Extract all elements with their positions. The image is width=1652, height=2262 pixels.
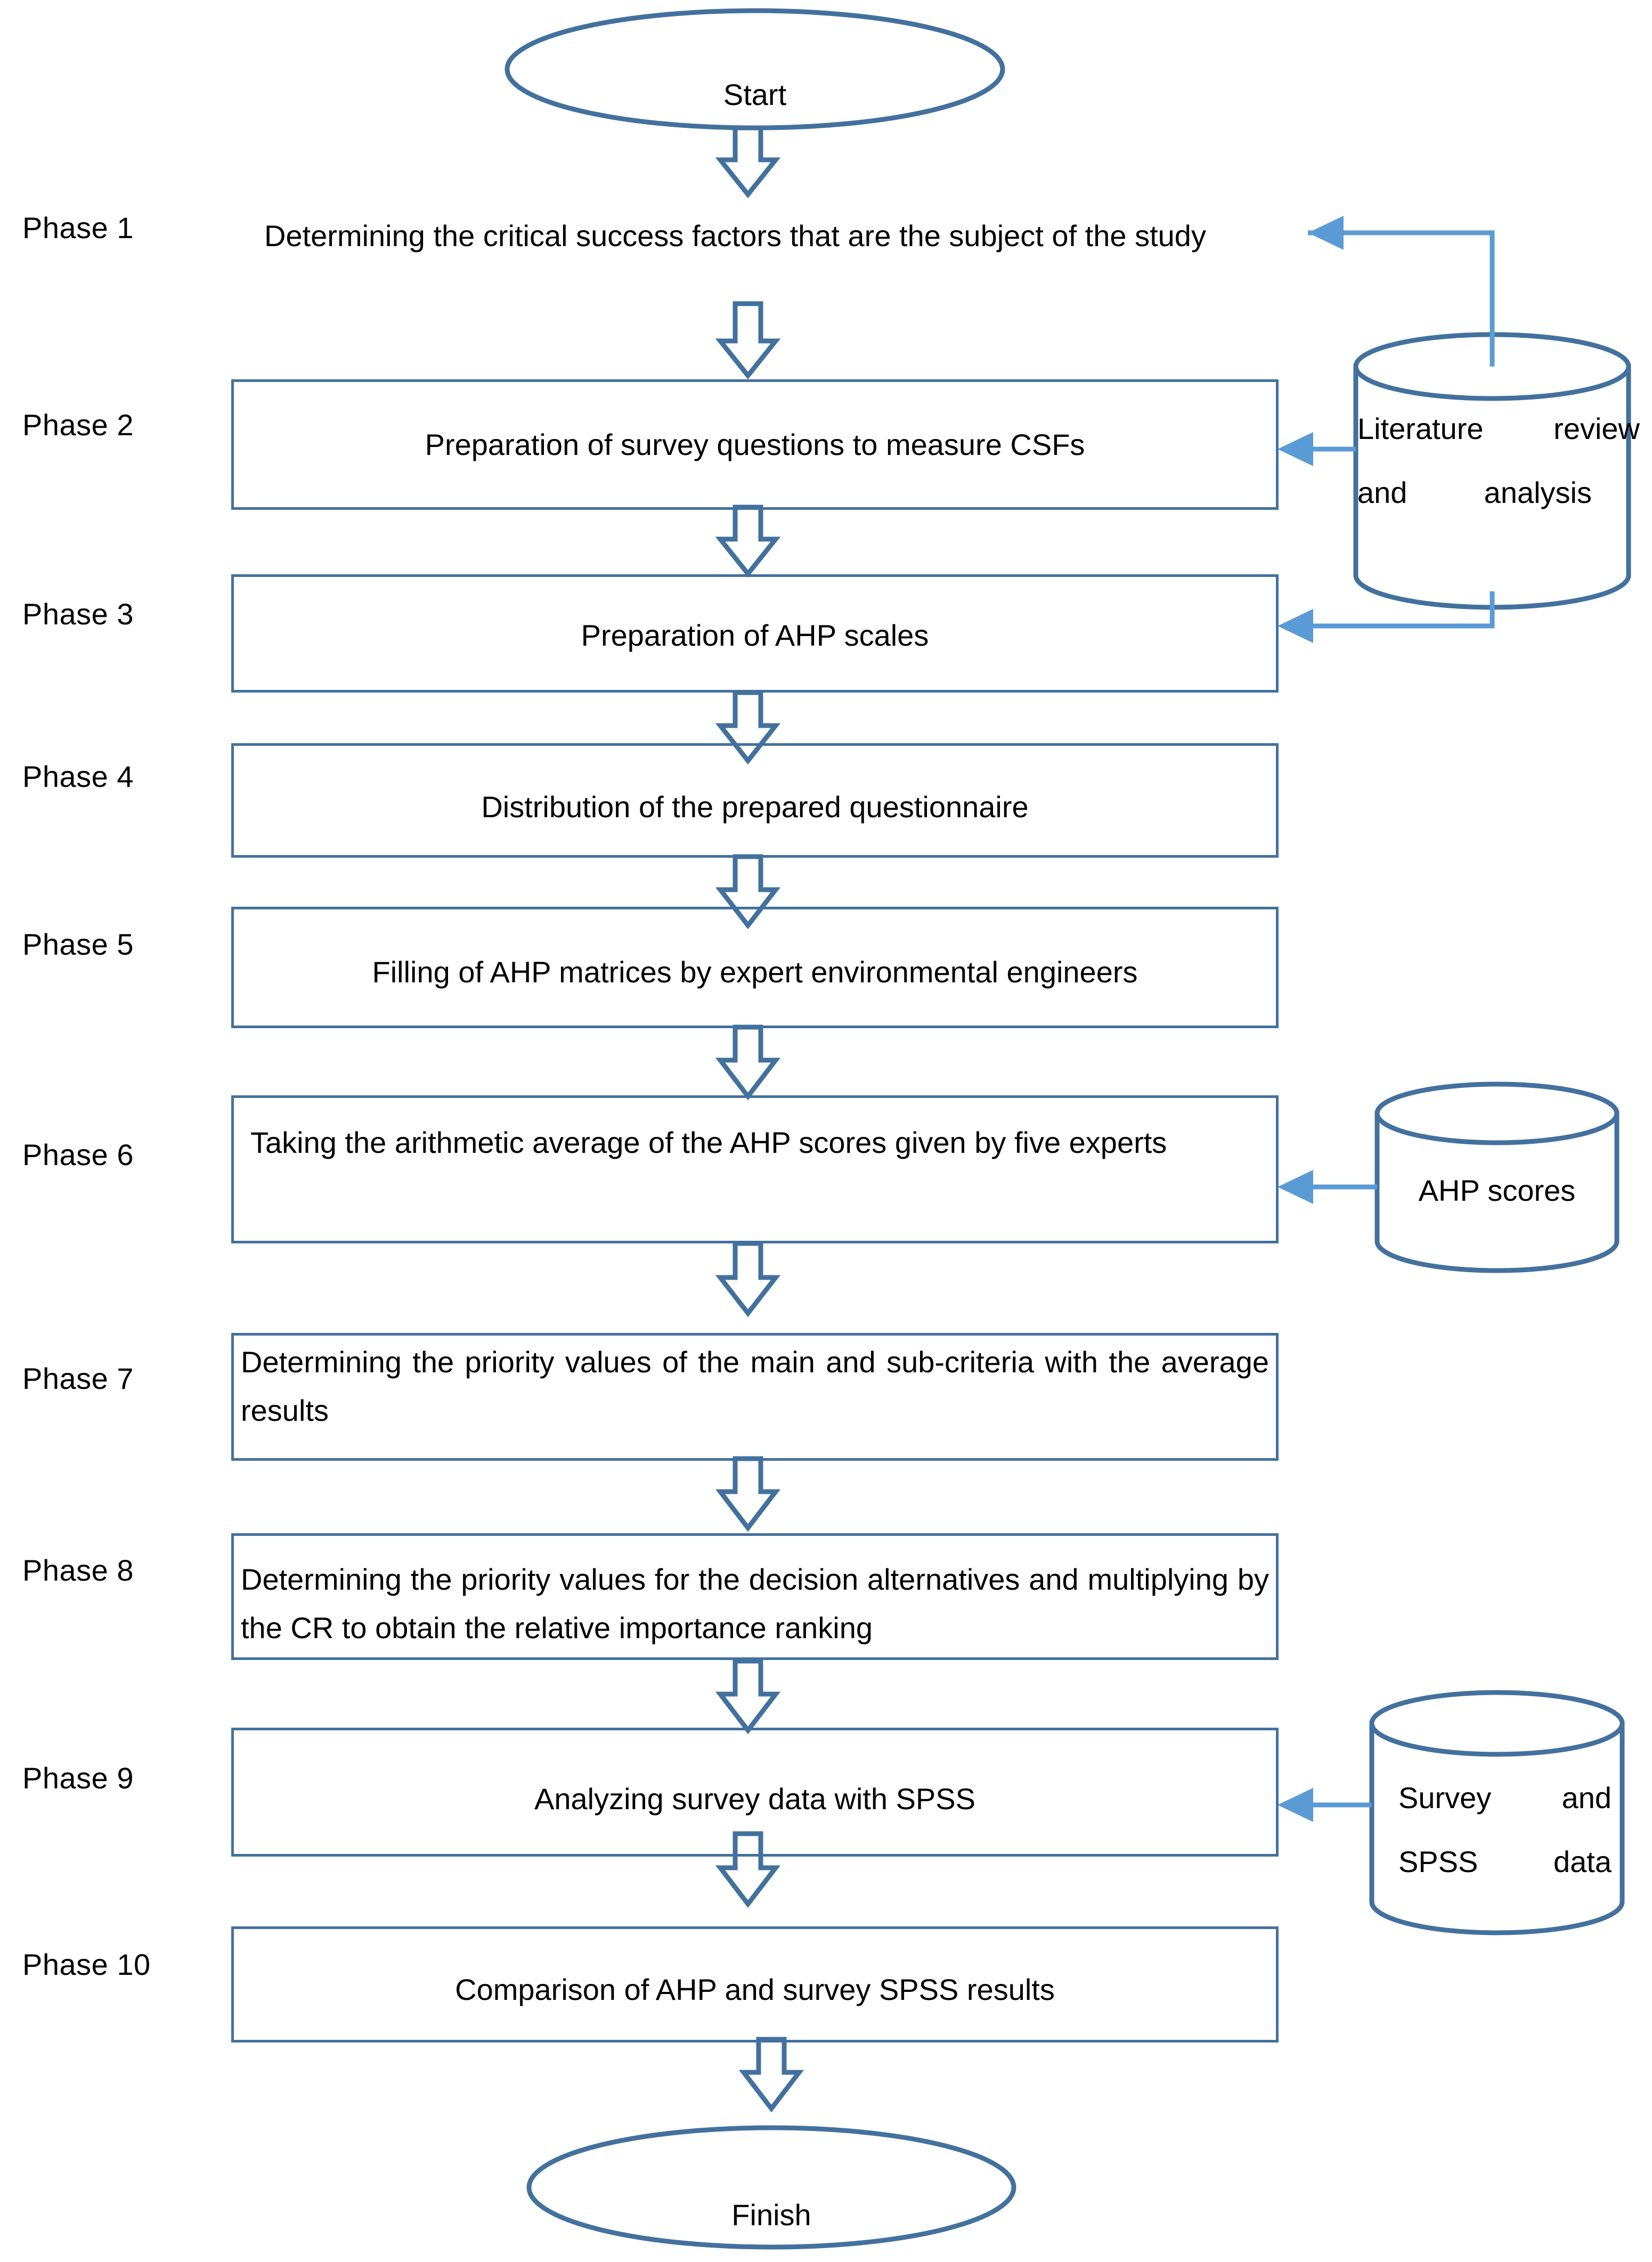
block-arrow-p6-to-p7 xyxy=(715,1241,781,1317)
phase-box-9[interactable] xyxy=(231,1728,1279,1857)
block-arrow-p7-to-p8 xyxy=(715,1456,781,1532)
phase-box-2[interactable] xyxy=(231,379,1279,510)
phase-label-1: Phase 1 xyxy=(22,211,134,245)
start-terminator-label: Start xyxy=(723,78,787,111)
phase-label-6: Phase 6 xyxy=(22,1138,134,1171)
phase-box-5[interactable] xyxy=(231,907,1279,1028)
phase-label-10: Phase 10 xyxy=(22,1948,151,1981)
phase-box-8[interactable] xyxy=(231,1533,1279,1660)
phase-text-10: Comparison of AHP and survey SPSS result… xyxy=(455,1973,1055,2006)
datastore-survey-spss-line2: SPSS data xyxy=(1398,1845,1612,1878)
phase-label-2: Phase 2 xyxy=(22,408,134,442)
phase-box-10[interactable] xyxy=(231,1926,1279,2043)
phase-label-7: Phase 7 xyxy=(22,1362,134,1395)
connector-ahp-scores-to-p6 xyxy=(1277,1170,1377,1204)
block-arrow-p10-to-finish xyxy=(738,2037,804,2113)
datastore-literature-line1: Literature review xyxy=(1357,412,1640,445)
datastore-survey-spss-line1: Survey and xyxy=(1398,1781,1612,1815)
phase-box-6[interactable] xyxy=(231,1095,1279,1243)
phase-text-9: Analyzing survey data with SPSS xyxy=(534,1782,975,1816)
phase-text-7: Determining the priority values of the m… xyxy=(241,1345,1269,1427)
phase-text-4: Distribution of the prepared questionnai… xyxy=(481,790,1029,824)
phase-label-3: Phase 3 xyxy=(22,597,134,631)
phase-label-8: Phase 8 xyxy=(22,1553,134,1587)
phase-label-5: Phase 5 xyxy=(22,927,134,961)
datastore-literature-line2: and analysis xyxy=(1357,476,1592,509)
phase-text-1: Determining the critical success factors… xyxy=(264,219,1206,253)
phase-text-6: Taking the arithmetic average of the AHP… xyxy=(250,1126,1167,1159)
block-arrow-start-to-p1 xyxy=(715,125,781,199)
phase-text-8: Determining the priority values for the … xyxy=(241,1563,1269,1645)
phase-box-7[interactable] xyxy=(231,1333,1279,1461)
phase-text-5: Filling of AHP matrices by expert enviro… xyxy=(372,955,1138,989)
block-arrow-p5-to-p6 xyxy=(715,1024,781,1101)
phase-box-4[interactable] xyxy=(231,743,1279,858)
finish-terminator-label: Finish xyxy=(731,2198,811,2232)
block-arrow-p8-to-p9 xyxy=(715,1658,781,1735)
phase-label-9: Phase 9 xyxy=(22,1761,134,1795)
phase-text-3: Preparation of AHP scales xyxy=(581,619,929,652)
connector-literature-to-p3 xyxy=(1277,591,1495,643)
connector-literature-to-p2 xyxy=(1277,432,1356,466)
phase-box-3[interactable] xyxy=(231,574,1279,693)
connector-literature-to-p1 xyxy=(1308,216,1495,367)
block-arrow-p2-to-p3 xyxy=(715,505,781,578)
phase-text-2: Preparation of survey questions to measu… xyxy=(425,428,1085,461)
phase-label-4: Phase 4 xyxy=(22,760,134,793)
datastore-ahp-scores-line1: AHP scores xyxy=(1418,1174,1576,1207)
connector-survey-spss-to-p9 xyxy=(1277,1788,1372,1822)
